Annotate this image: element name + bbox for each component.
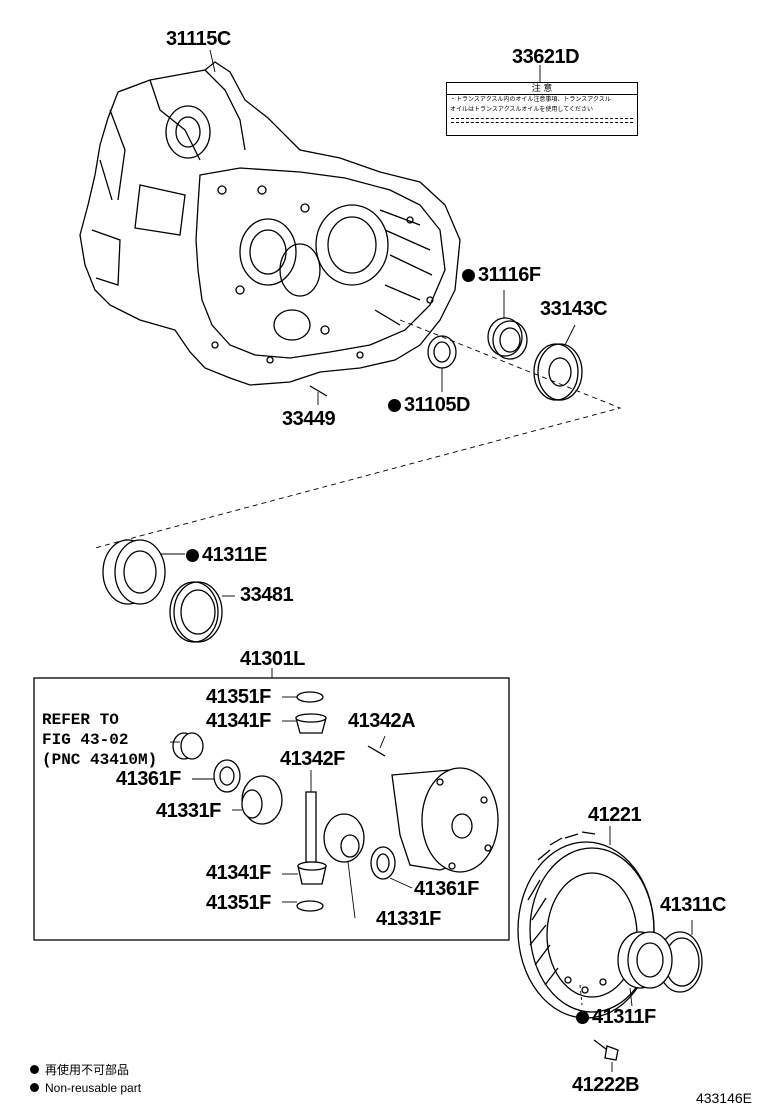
- ring-gear-bolt-drawing: [579, 984, 619, 1072]
- label-41331f-left[interactable]: 41331F: [156, 800, 221, 822]
- refer-note-line-3: (PNC 43410M): [42, 751, 158, 769]
- non-reusable-dot-icon: [388, 399, 401, 412]
- label-41331f-bottom[interactable]: 41331F: [376, 908, 441, 930]
- non-reusable-dot-icon: [30, 1083, 39, 1092]
- label-31116f[interactable]: 31116F: [462, 264, 541, 286]
- caution-label: 注 意 ・トランスアクスル内のオイル注意事項、トランスアクスル オイルはトランス…: [446, 82, 638, 136]
- differential-assembly-box: [33, 677, 510, 941]
- label-31115c[interactable]: 31115C: [166, 28, 231, 50]
- figure-id: 433146E: [695, 1090, 752, 1106]
- label-41361f-right[interactable]: 41361F: [414, 878, 479, 900]
- label-31105d[interactable]: 31105D: [388, 394, 470, 416]
- label-41351f-bottom[interactable]: 41351F: [206, 892, 271, 914]
- pinion-gear-top-drawing: [282, 713, 327, 734]
- caution-label-text-1: ・トランスアクスル内のオイル注意事項、トランスアクスル: [450, 97, 611, 103]
- caution-label-text-2: オイルはトランスアクスルオイルを使用してください: [450, 107, 594, 113]
- thrust-washer-left-drawing: [213, 759, 241, 793]
- label-41341f-top[interactable]: 41341F: [206, 710, 271, 732]
- oil-seal-31105d-drawing: [427, 335, 457, 392]
- side-gear-bottom-drawing: [323, 813, 365, 919]
- non-reusable-dot-icon: [576, 1011, 589, 1024]
- caution-label-title: 注 意: [447, 83, 637, 95]
- label-41311e[interactable]: 41311E: [186, 544, 267, 566]
- label-41342f[interactable]: 41342F: [280, 748, 345, 770]
- label-33449[interactable]: 33449: [282, 408, 336, 430]
- label-41222b[interactable]: 41222B: [572, 1074, 640, 1096]
- pin-41342a-drawing: [367, 745, 386, 757]
- thrust-washer-top-drawing: [296, 691, 324, 703]
- label-33143c[interactable]: 33143C: [540, 298, 608, 320]
- legend-english: Non-reusable part: [30, 1080, 141, 1096]
- bearing-41311e-drawing: [102, 539, 185, 605]
- label-33481[interactable]: 33481: [240, 584, 294, 606]
- label-41221[interactable]: 41221: [588, 804, 642, 826]
- label-41342a[interactable]: 41342A: [348, 710, 416, 732]
- shim-33481-drawing: [169, 581, 235, 643]
- refer-note-line-1: REFER TO: [42, 711, 119, 729]
- thrust-washer-bottom-drawing: [296, 900, 324, 912]
- bearing-41311f-drawing: [617, 931, 673, 1007]
- refer-note-line-2: FIG 43-02: [42, 731, 129, 749]
- transmission-case-drawing: [79, 61, 461, 386]
- refer-note: REFER TO FIG 43-02 (PNC 43410M): [42, 710, 157, 770]
- label-41311c[interactable]: 41311C: [660, 894, 726, 916]
- label-41301l[interactable]: 41301L: [240, 648, 305, 670]
- bearing-retainer-drawing: [533, 324, 583, 401]
- legend-japanese: 再使用不可部品: [30, 1062, 129, 1078]
- thrust-washer-right-drawing: [370, 846, 396, 880]
- non-reusable-dot-icon: [462, 269, 475, 282]
- label-41341f-bottom[interactable]: 41341F: [206, 862, 271, 884]
- label-33621d[interactable]: 33621D: [512, 46, 580, 68]
- pinion-gear-bottom-drawing: [282, 861, 327, 885]
- refer-bearing-drawing: [170, 732, 204, 760]
- label-41361f-left[interactable]: 41361F: [116, 768, 181, 790]
- pinion-shaft-drawing: [305, 791, 317, 863]
- non-reusable-dot-icon: [186, 549, 199, 562]
- differential-case-drawing: [391, 767, 499, 873]
- oil-seal-31116f-drawing: [487, 290, 528, 360]
- side-gear-left-drawing: [232, 775, 283, 825]
- ring-gear-drawing: [517, 826, 655, 1019]
- label-41311f[interactable]: 41311F: [576, 1006, 656, 1028]
- non-reusable-dot-icon: [30, 1065, 39, 1074]
- dowel-pin-drawing: [309, 385, 328, 397]
- label-41351f-top[interactable]: 41351F: [206, 686, 271, 708]
